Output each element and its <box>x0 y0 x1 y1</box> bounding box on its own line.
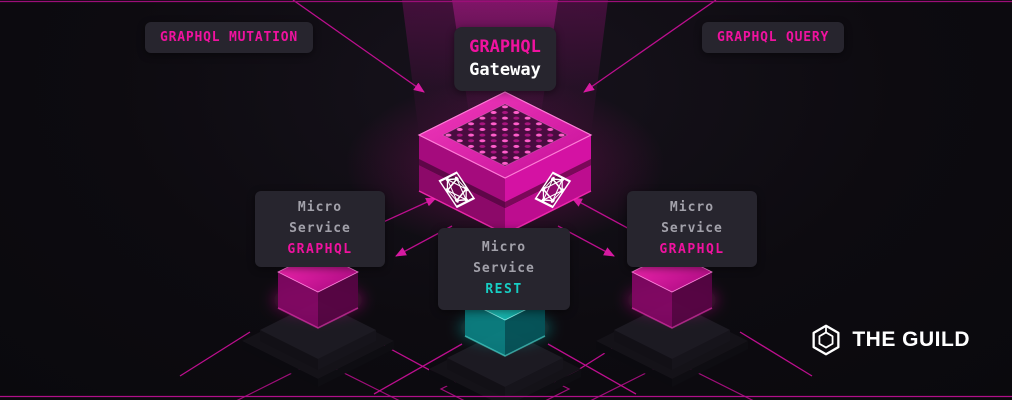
graphql-mutation-badge: GRAPHQL MUTATION <box>145 22 314 53</box>
gateway-dot-grid <box>443 104 567 166</box>
connection-line <box>373 343 463 395</box>
gateway-title: GRAPHQL <box>469 37 541 57</box>
service-protocol: GRAPHQL <box>659 241 725 257</box>
connection-line <box>179 331 251 377</box>
connection-line <box>292 0 425 93</box>
floor-diamond <box>590 359 754 400</box>
service-protocol: GRAPHQL <box>287 241 353 257</box>
graphql-logo-icon <box>438 171 476 209</box>
gateway-badge: GRAPHQL Gateway <box>454 27 556 91</box>
service-title: Micro Service <box>473 240 535 276</box>
guild-logo-text: THE GUILD <box>852 328 970 351</box>
floor-diamond <box>236 359 400 400</box>
service-title: Micro Service <box>289 200 351 236</box>
guild-logo[interactable]: THE GUILD <box>810 322 970 358</box>
service-label-graphql-right: Micro Service GRAPHQL <box>627 191 757 268</box>
graphql-mutation-label: GRAPHQL MUTATION <box>160 30 299 45</box>
service-title: Micro Service <box>661 200 723 236</box>
connection-line <box>583 0 717 93</box>
guild-hexagon-icon <box>812 324 840 356</box>
graphql-query-badge: GRAPHQL QUERY <box>702 22 845 53</box>
graphql-logo-icon <box>534 171 572 209</box>
connection-line <box>739 331 813 377</box>
gateway-subtitle: Gateway <box>469 59 541 80</box>
service-cube-graphql-left <box>242 251 394 387</box>
service-label-rest: Micro Service REST <box>438 228 570 311</box>
gateway-cube <box>417 91 593 235</box>
service-protocol: REST <box>485 281 523 297</box>
service-cube-graphql-right <box>596 251 748 387</box>
service-label-graphql-left: Micro Service GRAPHQL <box>255 191 385 268</box>
graphql-query-label: GRAPHQL QUERY <box>717 30 830 45</box>
